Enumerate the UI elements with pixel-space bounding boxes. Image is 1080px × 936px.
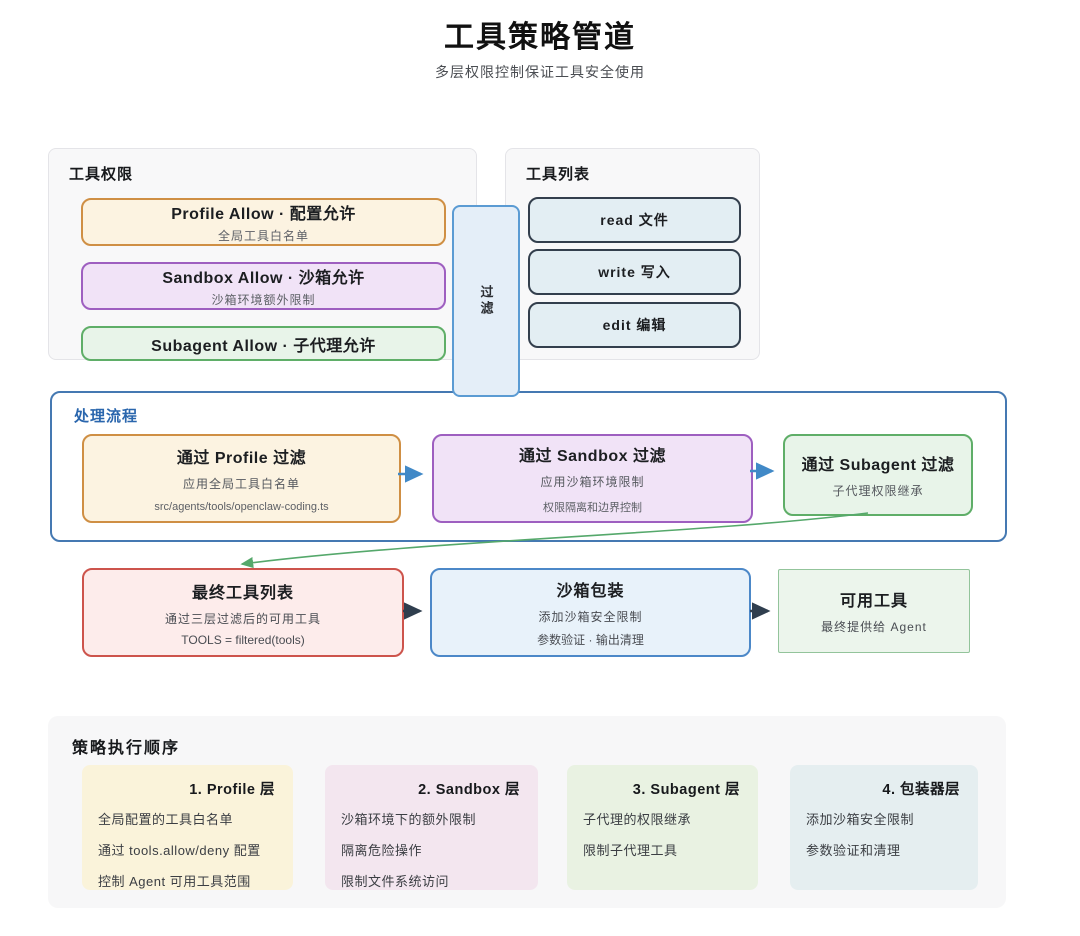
tool-edit-node: edit 编辑: [528, 302, 741, 348]
sandbox-allow-node: Sandbox Allow · 沙箱允许 沙箱环境额外限制: [81, 262, 446, 310]
card-profile-layer: 1. Profile 层 全局配置的工具白名单 通过 tools.allow/d…: [82, 765, 293, 890]
tool-list-title: 工具列表: [526, 166, 591, 183]
card-sandbox-line: 沙箱环境下的额外限制: [341, 812, 477, 827]
step-subagent-filter: 通过 Subagent 过滤 子代理权限继承: [783, 434, 973, 516]
card-subagent-title: 3. Subagent 层: [632, 782, 740, 798]
card-sandbox-layer: 2. Sandbox 层 沙箱环境下的额外限制 隔离危险操作 限制文件系统访问: [325, 765, 538, 890]
step-profile-line2: src/agents/tools/openclaw-coding.ts: [154, 501, 329, 513]
card-subagent-line: 限制子代理工具: [583, 843, 678, 858]
final-tool-list-title: 最终工具列表: [191, 584, 294, 602]
card-sandbox-line: 限制文件系统访问: [341, 874, 450, 889]
processing-flow-title: 处理流程: [74, 408, 139, 425]
step-sandbox-line2: 权限隔离和边界控制: [543, 502, 642, 514]
tool-read-node: read 文件: [528, 197, 741, 243]
step-subagent-line1: 子代理权限继承: [832, 484, 924, 498]
profile-allow-title: Profile Allow · 配置允许: [171, 206, 356, 223]
tool-list-panel: 工具列表 read 文件 write 写入 edit 编辑: [505, 148, 760, 360]
sandbox-wrap-title: 沙箱包装: [556, 583, 625, 600]
sandbox-wrap-line1: 添加沙箱安全限制: [538, 610, 643, 624]
subagent-allow-title: Subagent Allow · 子代理允许: [151, 337, 376, 355]
sandbox-wrap-line2: 参数验证 · 输出清理: [537, 633, 644, 647]
step-sandbox-line1: 应用沙箱环境限制: [540, 475, 645, 489]
step-profile-title: 通过 Profile 过滤: [176, 450, 307, 467]
tool-write-node: write 写入: [528, 249, 741, 295]
step-sandbox-filter: 通过 Sandbox 过滤 应用沙箱环境限制 权限隔离和边界控制: [432, 434, 753, 523]
card-profile-line: 通过 tools.allow/deny 配置: [98, 843, 261, 858]
card-wrapper-layer: 4. 包装器层 添加沙箱安全限制 参数验证和清理: [790, 765, 978, 890]
available-tools-node: 可用工具 最终提供给 Agent: [778, 569, 970, 653]
filter-connector-node: 过滤: [452, 205, 520, 397]
step-subagent-title: 通过 Subagent 过滤: [801, 457, 955, 474]
tool-permissions-title: 工具权限: [69, 166, 134, 183]
policy-order-panel: 策略执行顺序 1. Profile 层 全局配置的工具白名单 通过 tools.…: [48, 716, 1006, 908]
processing-flow-panel: 处理流程 通过 Profile 过滤 应用全局工具白名单 src/agents/…: [50, 391, 1007, 542]
tool-permissions-panel: 工具权限 Profile Allow · 配置允许 全局工具白名单 Sandbo…: [48, 148, 477, 361]
profile-allow-node: Profile Allow · 配置允许 全局工具白名单: [81, 198, 446, 246]
final-tool-list-line1: 通过三层过滤后的可用工具: [164, 611, 321, 626]
sandbox-allow-title: Sandbox Allow · 沙箱允许: [162, 270, 365, 287]
card-wrapper-title: 4. 包装器层: [882, 782, 960, 798]
profile-allow-subtitle: 全局工具白名单: [217, 229, 309, 243]
card-subagent-line: 子代理的权限继承: [583, 812, 692, 827]
card-subagent-layer: 3. Subagent 层 子代理的权限继承 限制子代理工具: [567, 765, 758, 890]
step-sandbox-title: 通过 Sandbox 过滤: [519, 448, 666, 465]
card-profile-line: 全局配置的工具白名单: [98, 812, 234, 827]
card-wrapper-line: 参数验证和清理: [806, 843, 901, 858]
final-tool-list-node: 最终工具列表 通过三层过滤后的可用工具 TOOLS = filtered(too…: [82, 568, 404, 657]
card-sandbox-title: 2. Sandbox 层: [418, 782, 520, 798]
sandbox-wrap-node: 沙箱包装 添加沙箱安全限制 参数验证 · 输出清理: [430, 568, 751, 657]
step-profile-line1: 应用全局工具白名单: [182, 477, 300, 491]
filter-connector-label: 过滤: [478, 285, 494, 317]
card-profile-title: 1. Profile 层: [189, 782, 275, 798]
card-profile-line: 控制 Agent 可用工具范围: [98, 874, 251, 889]
policy-order-title: 策略执行顺序: [72, 740, 181, 757]
page-subtitle: 多层权限控制保证工具安全使用: [435, 64, 645, 80]
step-profile-filter: 通过 Profile 过滤 应用全局工具白名单 src/agents/tools…: [82, 434, 401, 523]
card-wrapper-line: 添加沙箱安全限制: [806, 812, 915, 827]
subagent-allow-node: Subagent Allow · 子代理允许: [81, 326, 446, 361]
card-sandbox-line: 隔离危险操作: [341, 843, 423, 858]
sandbox-allow-subtitle: 沙箱环境额外限制: [211, 293, 316, 307]
available-tools-line1: 最终提供给 Agent: [821, 620, 927, 634]
available-tools-title: 可用工具: [839, 593, 908, 610]
final-tool-list-line2: TOOLS = filtered(tools): [181, 632, 305, 647]
page-title: 工具策略管道: [444, 21, 636, 54]
